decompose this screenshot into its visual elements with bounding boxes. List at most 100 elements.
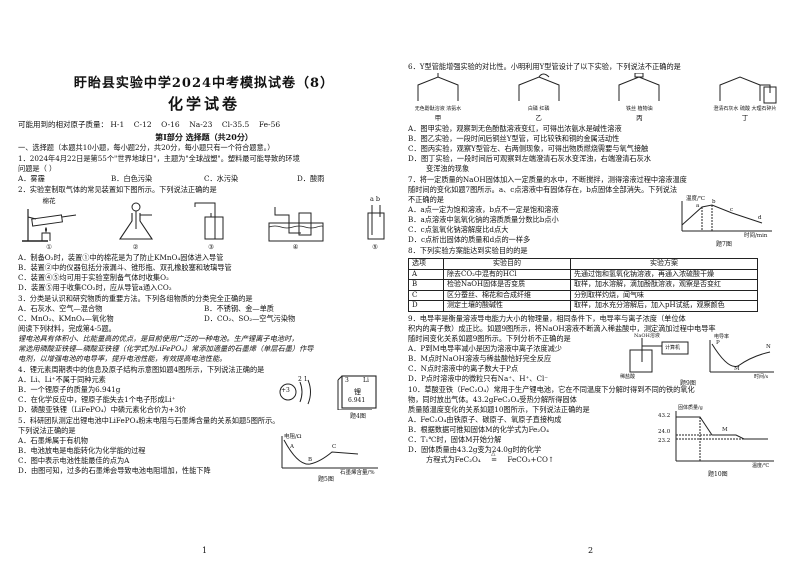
gas-collection-bottle-icon — [194, 202, 224, 240]
q7-figure: 温度/℃ 时间/min a b c d 题7图 — [672, 196, 776, 248]
q5-stem-2: 下列说法正确的是 — [18, 426, 76, 435]
q10-option-a: A．FeC₂O₄由铁原子、碳原子、氧原子直接构成 — [408, 414, 562, 424]
right-page: 6．Y型管能增强实验的对比性。小明利用Y型管设计了以下实验，下列说法不正确的是 … — [408, 0, 780, 561]
q1-stem-1: 1．2024年4月22日是第55个"世界地球日"，主题为"全球战塑"。塑料最可能… — [18, 154, 300, 163]
y-tube-icon — [719, 76, 777, 104]
q10-line-1: 10．草酸亚铁（FeC₂O₄）常用于生产锂电池，它在不同温度下分解时得到不同的铁… — [408, 384, 695, 394]
q3-options-row-1: A．石灰水、空气—混合物 B．不锈钢、金—单质 — [18, 304, 390, 314]
apparatus-5-label: ⑤ — [372, 243, 378, 251]
q9-caption: 题9图 — [680, 379, 696, 387]
y-tube-yi-label: 乙 — [535, 114, 542, 122]
y-tube-jia-note: 无色酚酞溶液 浓氨水 — [414, 106, 462, 112]
q9-option-d: D．P点时溶液中的微粒只有Na⁺、H⁺、Cl⁻ — [408, 373, 549, 383]
arrow-icon: ═ — [491, 454, 497, 464]
q6-option-c: C．图丙实验，观察Y型管左、右两侧现象，可得出物质燃烧需要与氧气接触 — [408, 144, 649, 153]
q3-option-d: D．CO₂、SO₂—空气污染物 — [204, 314, 296, 323]
q6-option-d: D．图丁实验，一段时间后可观察到左端澄清石灰水变浑浊，右端澄清石灰水 — [408, 154, 651, 163]
atom-core-charge: +3 — [281, 387, 290, 394]
q6-option-b: B．图乙实验，一段时间后铜丝Y型管，可比较铁和铜的金属活动性 — [408, 134, 620, 143]
q10-caption: 题10图 — [708, 470, 728, 478]
table-cell: 取样，加水溶解，滴加酚酞溶液，观察是否变红 — [570, 279, 758, 291]
reading-intro: 阅读下列材料，完成第4-5题。 — [18, 324, 116, 333]
y-tube-jia: 无色酚酞溶液 浓氨水 甲 — [408, 73, 468, 122]
apparatus-1-label: ① — [46, 243, 52, 251]
table-cell: 检验NaOH固体是否变质 — [443, 279, 571, 291]
q2-option-c: C．装置④⑤均可用于实验室制备气体时收集O₂ — [18, 273, 169, 282]
heating-apparatus-icon — [22, 209, 77, 242]
q7-option-a: A．a点一定为饱和溶液，b点不一定是饱和溶液 — [408, 205, 559, 214]
q10-line-2: 物，同时放出气体。43.2gFeC₂O₄受热分解所得固体 — [408, 394, 577, 404]
gas-washing-bottle-icon — [367, 205, 385, 240]
q1-option-c: C．水污染 — [204, 174, 239, 183]
apparatus-3-label: ③ — [208, 243, 214, 251]
q9-line-3: 随时间变化关系如题9图所示。下列分析不正确的是 — [408, 333, 571, 343]
apparatus-1-note: 棉花 — [42, 197, 56, 205]
table-cell: 先通过饱和氢氧化钠溶液，再通入浓硫酸干燥 — [570, 268, 758, 280]
atom-cl: Cl-35.5 — [221, 120, 250, 129]
q9-option-a: A．P到M电导率减小是因为溶液中离子浓度减少 — [408, 343, 562, 353]
q3-options-row-2: C．MnO₂、KMnO₄—氧化物 D．CO₂、SO₂—空气污染物 — [18, 314, 390, 324]
q9-point-m: M — [734, 365, 740, 372]
q9-chart-xlabel: 时间/s — [754, 373, 769, 380]
apparatus-2: ② — [114, 199, 158, 251]
y-tube-icon — [518, 73, 560, 101]
atom-o: O-16 — [161, 120, 180, 129]
y-tube-yi-note: 白磷 红磷 — [527, 106, 550, 112]
question-1: 1．2024年4月22日是第55个"世界地球日"，主题为"全球战塑"。塑料最可能… — [18, 154, 390, 184]
table-cell: C — [408, 289, 444, 301]
exam-subject: 化学试卷 — [167, 95, 240, 113]
q1-option-a: A．雾霾 — [18, 174, 45, 183]
table-header-row: 选项 实验目的 实验方案 — [408, 258, 758, 270]
question-10: 10．草酸亚铁（FeC₂O₄）常用于生产锂电池，它在不同温度下分解时得到不同的铁… — [408, 384, 780, 478]
q1-stem-2: 问题是（ ） — [18, 164, 57, 173]
q10-chart-ylabel: 固体质量/g — [678, 404, 703, 411]
table-cell: A — [408, 268, 444, 280]
q10-figure: 固体质量/g 温度/℃ 43.2 24.0 23.2 M 题10图 — [656, 404, 778, 478]
q1-option-b: B．白色污染 — [111, 174, 153, 183]
atom-fe: Fe-56 — [258, 120, 281, 129]
table-cell: D — [408, 300, 444, 312]
q4-figure: +3 2 1 3 Li 锂 6.941 题4图 — [268, 374, 388, 420]
apparatus-3: ③ — [191, 199, 231, 251]
question-8: 8．下列实验方案能达到实验目的的是 选项 实验目的 实验方案 A 除去CO₂中混… — [408, 246, 780, 312]
left-page: 盱眙县实验中学2024中考模拟试卷（8） 化学试卷 可能用到的相对原子质量： H… — [18, 0, 390, 561]
table-row: C 区分蚕丝、棉花和合成纤维 分别取样灼烧，闻气味 — [408, 289, 758, 301]
question-2: 2．实验室制取气体的常见装置如下图所示。下列说法正确的是 棉花 ① — [18, 185, 390, 293]
table-row: B 检验NaOH固体是否变质 取样，加水溶解，滴加酚酞溶液，观察是否变红 — [408, 279, 758, 291]
q6-stem: 6．Y型管能增强实验的对比性。小明利用Y型管设计了以下实验，下列说法不正确的是 — [408, 62, 681, 71]
y-tube-jia-label: 甲 — [434, 114, 442, 122]
reading-line-2: 常选用磷酸亚铁锂—磷酸亚铁锂（化学式为LiFePO₄）常添加適量的石墨烯（单层石… — [18, 344, 314, 353]
q4-stem: 4．锂元素周期表中的信息及原子结构示意图如题4图所示，下列说法正确的是 — [18, 365, 265, 374]
page-number-right: 2 — [588, 546, 594, 555]
q9-fig-left: 稀盐酸 — [620, 373, 636, 380]
q6-y-tube-figure: 无色酚酞溶液 浓氨水 甲 白磷 红磷 乙 铁丝 植物油 丙 — [408, 73, 780, 122]
q5-option-a: A．石墨烯属于有机物 — [18, 436, 88, 445]
y-tube-ding-label: 丁 — [741, 114, 749, 122]
question-5: 5．科研团队测定出锂电池中LiFePO₄粉末电阻与石墨烯含量的关系如题5图所示。… — [18, 416, 390, 483]
q2-option-a: A．制备O₂时，装置①中的棉花是为了防止KMnO₄固体进入导管 — [18, 253, 224, 262]
heat-symbol: △ — [491, 450, 496, 457]
q5-chart-ylabel: 电阻/Ω — [284, 434, 302, 440]
q5-point-b: B — [308, 457, 313, 463]
conductivity-apparatus-and-chart — [629, 337, 774, 372]
apparatus-2-label: ② — [132, 243, 139, 251]
q7-option-d: D．c点析出固体的质量和d点的一样多 — [408, 235, 531, 244]
q7-stem-3: 不正确的是 — [408, 195, 444, 204]
conical-flask-icon — [118, 202, 153, 240]
apparatus-4-label: ④ — [292, 243, 299, 251]
q7-point-c: c — [730, 207, 734, 213]
q10-ytick-1: 43.2 — [658, 412, 671, 419]
section-heading: 第Ⅰ部分 选择题（共20分） — [155, 132, 253, 142]
q5-caption: 题5图 — [318, 476, 334, 483]
question-9: 9．电导率是衡量溶液导电能力大小的物理量，相同条件下，电导率与离子浓度（单位体 … — [408, 313, 780, 387]
q9-point-p: P — [716, 339, 720, 346]
y-tube-yi: 白磷 红磷 乙 — [509, 73, 569, 122]
table-cell: B — [408, 279, 444, 291]
q3-option-b: B．不锈钢、金—单质 — [204, 304, 274, 313]
table-cell: 除去CO₂中混有的HCl — [443, 268, 571, 280]
table-cell: 分别取样灼烧，闻气味 — [570, 289, 758, 301]
q1-options: A．雾霾 B．白色污染 C．水污染 D．酸雨 — [18, 174, 390, 184]
q4-option-d: D．磷酸亚铁锂（LiFePO₄）中磷元素化合价为+3价 — [18, 405, 187, 414]
q9-line-1: 9．电导率是衡量溶液导电能力大小的物理量，相同条件下，电导率与离子浓度（单位体 — [408, 313, 686, 323]
q10-equation-product: FeCO₃+CO↑ — [507, 454, 554, 464]
